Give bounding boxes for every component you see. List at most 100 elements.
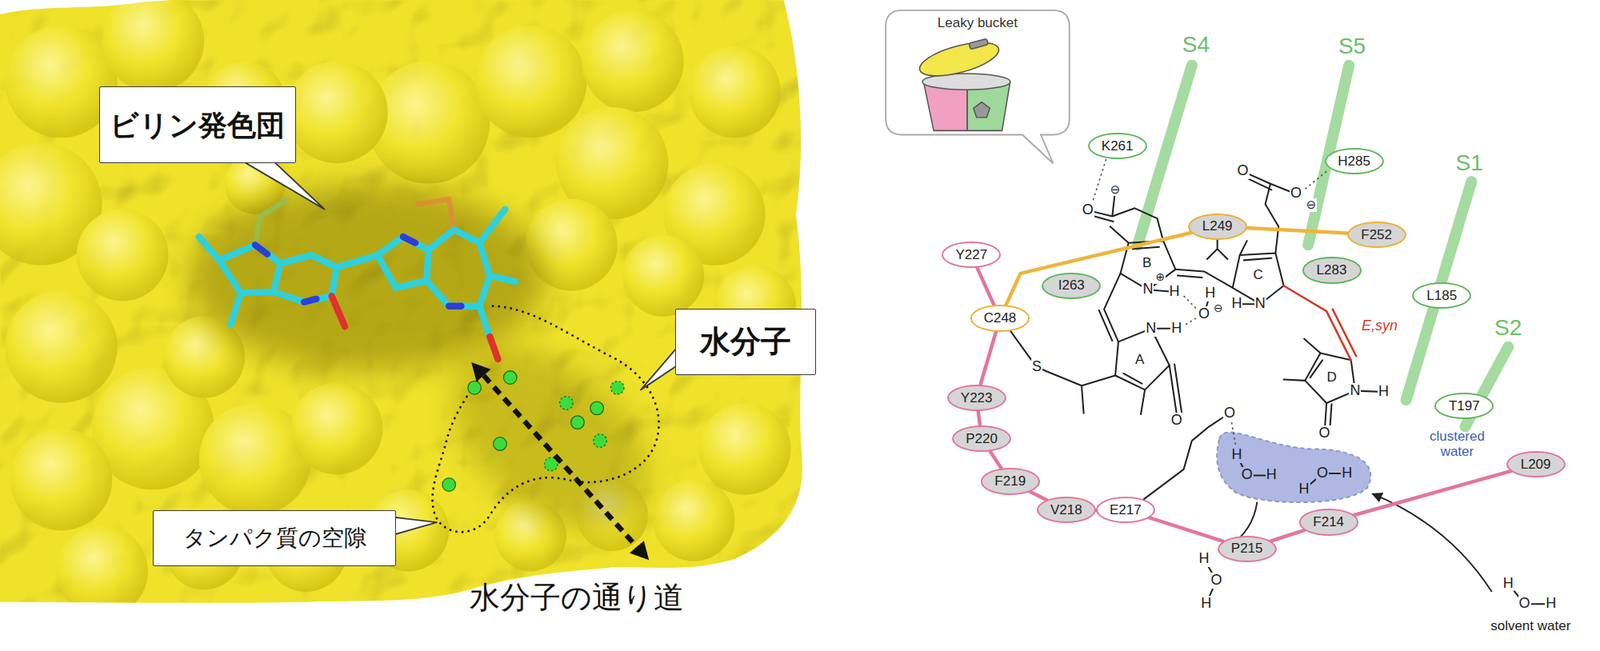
protein-surface: [56, 525, 148, 618]
node-text: 水分子: [700, 324, 792, 360]
callout-box: タンパク質の空隙: [152, 510, 396, 567]
residue-oval: L209: [1506, 451, 1566, 478]
bond-line: [1169, 364, 1182, 413]
callout-tail: [640, 347, 678, 391]
chain-link: [977, 268, 995, 306]
water-molecule: [571, 416, 585, 430]
chain-link: [990, 451, 1003, 469]
water-cluster: [1216, 432, 1371, 504]
ring-label: A: [1134, 352, 1145, 368]
pathway-arrow: [484, 376, 637, 548]
node-text: L283: [1316, 262, 1348, 279]
bucket-icon: [916, 36, 1010, 132]
atom-label: O: [1316, 465, 1329, 482]
water-molecule: [493, 437, 508, 452]
residue-oval: F214: [1299, 508, 1359, 536]
pathway-label: 水分子の通り道: [468, 581, 685, 616]
atom-label: O: [1081, 202, 1095, 219]
ring-label: D: [1325, 370, 1337, 386]
node-text: K261: [1101, 138, 1134, 155]
chain-link: [1246, 228, 1347, 233]
node-text: C248: [984, 310, 1017, 327]
chain-link: [980, 331, 997, 385]
water-molecule: [593, 434, 608, 448]
residue-oval: H285: [1324, 148, 1384, 175]
speech-bubble: [885, 10, 1070, 164]
bond-line: [1088, 189, 1164, 241]
bucket-icon: [973, 102, 990, 118]
atom-label: H: [1340, 465, 1353, 482]
bond-line: [1143, 413, 1230, 500]
bond-line: [1099, 273, 1121, 342]
atom-label: H: [1204, 285, 1216, 302]
bilin-chromophore: [199, 209, 516, 337]
node-text: F219: [994, 473, 1026, 490]
pathway-arrow: [471, 362, 649, 560]
bond-line: [1110, 226, 1129, 243]
node-text: F252: [1360, 227, 1392, 244]
residue-oval: P220: [952, 425, 1012, 452]
atom-label: N: [1141, 281, 1154, 298]
bond-line: [1236, 455, 1348, 490]
atom-label: N: [1254, 296, 1267, 312]
strand-label: S4: [1181, 32, 1211, 58]
pathway-arrow: [471, 362, 491, 382]
isomer-bond: [1284, 285, 1357, 360]
node-text: E217: [1109, 502, 1142, 519]
residue-oval: T197: [1434, 392, 1494, 420]
node-content: L283: [1316, 262, 1348, 279]
node-text: L185: [1426, 288, 1457, 304]
bucket-icon: [968, 38, 988, 49]
node-content: ビリン発色団: [109, 108, 285, 142]
node-content: V218: [1050, 502, 1083, 519]
node-content: F219: [994, 473, 1026, 490]
atom-label: O: [1318, 425, 1332, 442]
chain-link: [1271, 530, 1305, 542]
atom-label: O: [1223, 405, 1236, 422]
bond-line: [1010, 171, 1552, 604]
protein-surface: [188, 184, 546, 372]
protein-surface: [581, 10, 684, 113]
isomer-bond: [1284, 285, 1357, 360]
node-content: タンパク質の空隙: [183, 525, 367, 552]
bond-line: [1175, 269, 1232, 288]
chain-link: [1005, 232, 1192, 306]
cavity-outline: [432, 306, 660, 532]
residue-oval: L249: [1188, 213, 1248, 240]
residue-oval: Y223: [947, 384, 1007, 412]
bilin-chromophore: [332, 296, 499, 360]
strand-label: S2: [1493, 316, 1523, 341]
ring-label: B: [1141, 256, 1152, 272]
node-content: E217: [1109, 502, 1142, 519]
bond-line: [1010, 330, 1116, 413]
atom-label: H: [1298, 481, 1311, 498]
atom-label: O: [1289, 185, 1303, 202]
atom-label: ⊖: [1305, 198, 1318, 212]
atom-label: H: [1168, 284, 1181, 300]
strand-label: S1: [1455, 151, 1484, 176]
protein-surface: [76, 209, 169, 302]
atom-label: O: [1236, 163, 1250, 180]
strand-label: S5: [1337, 34, 1367, 60]
protein-surface: [474, 25, 587, 138]
bond-line: [1243, 171, 1296, 253]
atom-label: H: [1170, 320, 1183, 337]
node-content: P215: [1231, 540, 1264, 557]
protein-surface: [4, 291, 117, 404]
callout-tail: [393, 517, 437, 536]
node-text: P215: [1231, 540, 1264, 557]
atom-label: H: [1502, 576, 1515, 592]
bond-line: [1207, 240, 1228, 260]
speech-bubble: Leaky bucket: [885, 10, 1070, 136]
node-content: Y227: [955, 247, 988, 264]
node-content: K261: [1101, 138, 1134, 155]
residue-oval: K261: [1088, 132, 1148, 160]
cavity-outline: [432, 306, 660, 532]
node-content: F214: [1312, 514, 1344, 531]
beta-strand: [1137, 65, 1508, 428]
residue-oval: L185: [1412, 282, 1472, 309]
solvent-label: solvent water: [1489, 619, 1572, 635]
bilin-chromophore: [255, 200, 286, 245]
node-content: 水分子: [700, 324, 792, 360]
protein-surface: [652, 480, 735, 562]
